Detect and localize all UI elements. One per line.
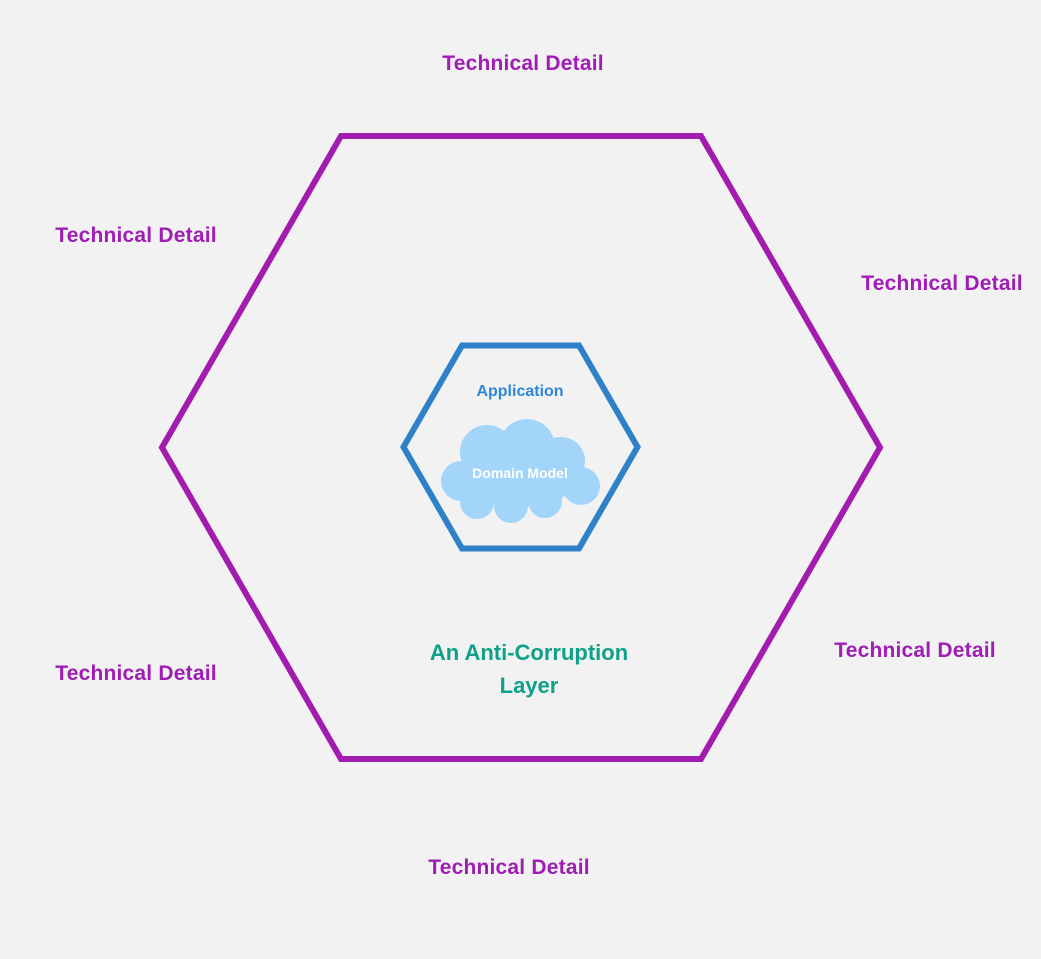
label-domain-model: Domain Model [472,465,568,481]
label-anti-corruption-layer: An Anti-Corruption Layer [430,636,628,702]
outer-hexagon-shape [158,133,884,762]
label-technical-detail-upper-left: Technical Detail [55,224,217,247]
label-anti-corruption-layer-line2: Layer [499,673,559,698]
label-technical-detail-top: Technical Detail [442,52,604,75]
label-application: Application [476,383,564,400]
label-technical-detail-lower-left: Technical Detail [55,662,217,685]
label-technical-detail-upper-right: Technical Detail [861,272,1023,295]
domain-model-cloud [441,419,600,523]
label-technical-detail-lower-right: Technical Detail [834,639,996,662]
label-technical-detail-bottom: Technical Detail [428,856,590,879]
label-anti-corruption-layer-line1: An Anti-Corruption [429,640,629,665]
inner-hexagon-shape [400,342,641,552]
